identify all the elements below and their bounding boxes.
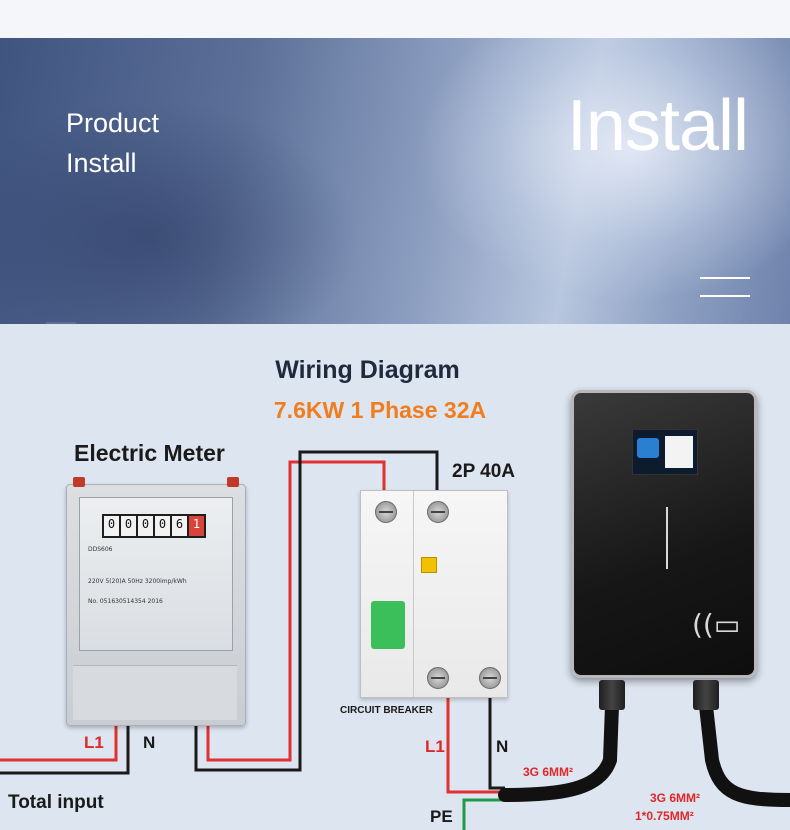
- cable-gland-right: [693, 680, 719, 710]
- rfid-card-icon: ((▭: [692, 608, 741, 641]
- pe-label: PE: [430, 807, 453, 826]
- total-input-label: Total input: [8, 792, 104, 813]
- cable-out-spec-2: 1*0.75MM²: [635, 809, 694, 823]
- diagram-spec: 7.6KW 1 Phase 32A: [273, 397, 487, 423]
- breaker-toggle: [371, 601, 405, 649]
- hamburger-menu-icon[interactable]: [700, 277, 750, 297]
- banner-glow: [420, 38, 790, 298]
- meter-N-label: N: [143, 733, 156, 752]
- cable-in-spec: 3G 6MM²: [523, 765, 574, 779]
- top-strip: [0, 0, 790, 38]
- terminal-screw-icon: [375, 501, 397, 523]
- meter-terminal-cover: [73, 665, 237, 720]
- meter-print: DDS606: [88, 546, 113, 553]
- meter-print: 220V 5(20)A 50Hz 3200imp/kWh: [88, 578, 187, 585]
- install-banner: Product Install Install: [0, 38, 790, 324]
- screen-graphic: [665, 436, 693, 468]
- diagram-title: Wiring Diagram: [275, 356, 460, 384]
- banner-shade: [0, 98, 360, 324]
- terminal-screw-icon: [479, 667, 501, 689]
- cable-out-spec-1: 3G 6MM²: [650, 791, 701, 805]
- circuit-breaker: [360, 490, 508, 698]
- test-button: [421, 557, 437, 573]
- meter-print: No. 051630514354 2016: [88, 598, 163, 605]
- cable-gland-left: [599, 680, 625, 710]
- breaker-N-label: N: [496, 737, 509, 756]
- banner-subtitle-product: Product: [66, 108, 160, 138]
- ev-charger: ((▭: [571, 390, 757, 678]
- charger-screen: [632, 429, 698, 475]
- breaker-rating: 2P 40A: [452, 461, 516, 482]
- banner-subtitle-install: Install: [66, 148, 137, 178]
- meter-L1-label: L1: [84, 733, 104, 752]
- meter-label: Electric Meter: [74, 440, 225, 466]
- meter-clip: [227, 477, 239, 487]
- breaker-divider: [413, 491, 414, 697]
- charger-light-strip: [666, 507, 668, 569]
- terminal-screw-icon: [427, 501, 449, 523]
- page-title: Install: [566, 86, 749, 166]
- terminal-screw-icon: [427, 667, 449, 689]
- breaker-caption: CIRCUIT BREAKER: [340, 705, 433, 716]
- breaker-L1-label: L1: [425, 737, 445, 756]
- screen-graphic: [637, 438, 659, 458]
- meter-clip: [73, 477, 85, 487]
